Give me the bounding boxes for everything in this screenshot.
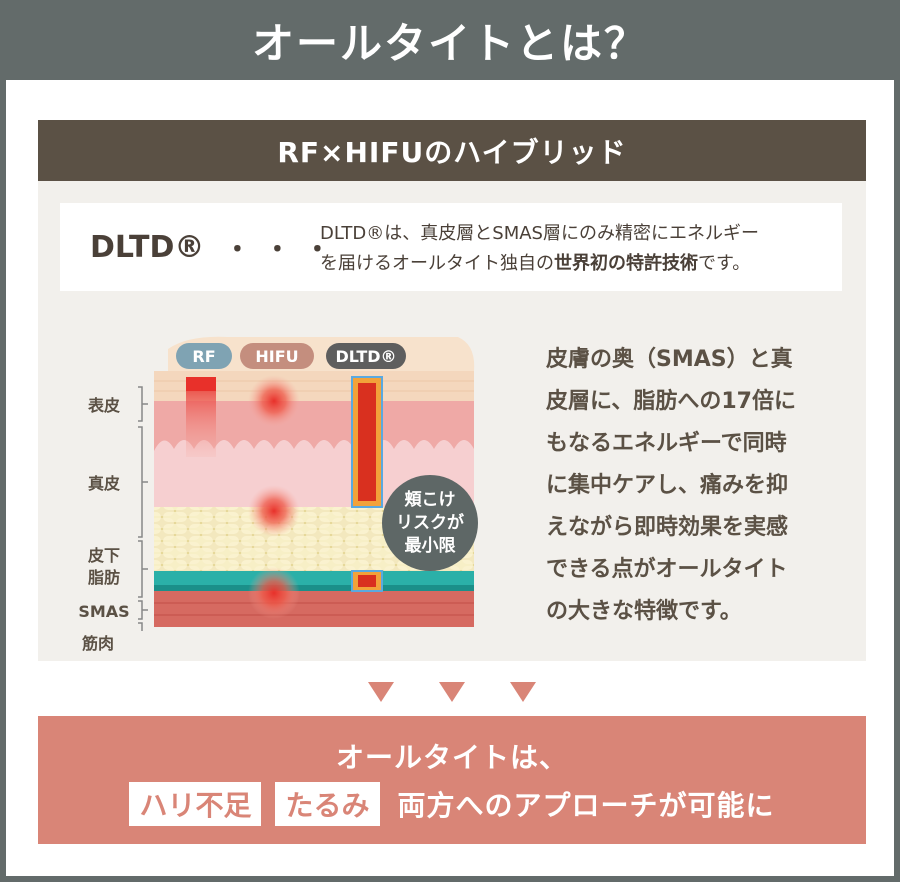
dltd-desc-line2-post: です。: [698, 253, 751, 274]
side-line-1: 皮膚の奥（SMAS）と真: [546, 347, 793, 372]
side-line-5: えながら即時効果を実感: [546, 515, 789, 540]
dltd-badge-label: DLTD®: [335, 347, 396, 366]
content-card: RF×HIFUのハイブリッド DLTD® ・・・ DLTD®は、真皮層とSMAS…: [6, 80, 894, 876]
label-fat: 脂肪: [88, 568, 120, 587]
dltd-term: DLTD® ・・・: [90, 225, 344, 269]
callout-line1: 頬こけ: [405, 489, 456, 510]
dltd-badge: [326, 343, 406, 369]
hifu-badge: [240, 343, 314, 369]
dltd-desc-line2-bold: 世界初の特許技術: [554, 253, 698, 274]
hybrid-header: RF×HIFUのハイブリッド: [38, 120, 866, 181]
callout-line3: 最小限: [405, 536, 456, 556]
dltd-description: DLTD®は、真皮層とSMAS層にのみ精密にエネルギー を届けるオールタイト独自…: [320, 219, 830, 279]
down-arrow-icon: [439, 682, 465, 702]
dltd-desc-line2-pre: を届けるオールタイト独自の: [320, 253, 554, 274]
side-line-4: に集中ケアし、痛みを抑: [546, 473, 789, 498]
explanation-panel: DLTD® ・・・ DLTD®は、真皮層とSMAS層にのみ精密にエネルギー を届…: [38, 181, 866, 661]
result-line2: ハリ不足 たるみ 両方へのアプローチが可能に: [38, 782, 866, 826]
dltd-term-label: DLTD®: [90, 229, 205, 265]
hifu-point-fat: [248, 485, 300, 537]
result-line1: オールタイトは、: [335, 741, 568, 774]
result-tail: 両方へのアプローチが可能に: [397, 789, 775, 822]
skin-layer-diagram: RF HIFU DLTD® 表皮 真皮 皮下 脂肪 SMAS: [78, 336, 478, 631]
side-line-3: もなるエネルギーで同時: [546, 431, 787, 456]
tag-sagging: たるみ: [275, 782, 380, 826]
label-smas: SMAS: [78, 602, 129, 621]
callout-line2: リスクが: [396, 512, 464, 533]
layer-brackets: [138, 386, 148, 631]
rf-badge-label: RF: [192, 347, 215, 366]
down-arrows: [368, 682, 536, 702]
rf-badge: [176, 343, 232, 369]
dltd-dots: ・・・: [224, 234, 345, 265]
label-epidermis: 表皮: [87, 396, 120, 415]
hifu-badge-label: HIFU: [255, 347, 298, 366]
side-line-2: 皮層に、脂肪への17倍に: [546, 389, 796, 414]
label-subcutaneous: 皮下: [87, 546, 120, 565]
page-title: オールタイトとは？: [251, 18, 648, 68]
dltd-desc-line1: DLTD®は、真皮層とSMAS層にのみ精密にエネルギー: [320, 223, 759, 244]
side-line-6: できる点がオールタイト: [546, 557, 788, 582]
label-muscle: 筋肉: [82, 634, 115, 653]
side-line-7: の大きな特徴です。: [546, 599, 742, 624]
muscle-layer: [154, 591, 474, 627]
tag-firmness: ハリ不足: [129, 782, 262, 826]
down-arrow-icon: [368, 682, 394, 702]
down-arrow-icon: [510, 682, 536, 702]
label-dermis: 真皮: [88, 474, 120, 493]
side-description: 皮膚の奥（SMAS）と真 皮層に、脂肪への17倍に もなるエネルギーで同時 に集…: [546, 339, 846, 633]
risk-callout-bubble: [382, 475, 478, 571]
dltd-definition-box: DLTD® ・・・ DLTD®は、真皮層とSMAS層にのみ精密にエネルギー を届…: [60, 203, 842, 291]
hifu-point-dermis: [248, 375, 300, 427]
hifu-point-smas: [248, 567, 300, 619]
dltd-desc-line2: を届けるオールタイト独自の世界初の特許技術です。: [320, 249, 830, 279]
result-box: オールタイトは、 ハリ不足 たるみ 両方へのアプローチが可能に: [38, 716, 866, 844]
